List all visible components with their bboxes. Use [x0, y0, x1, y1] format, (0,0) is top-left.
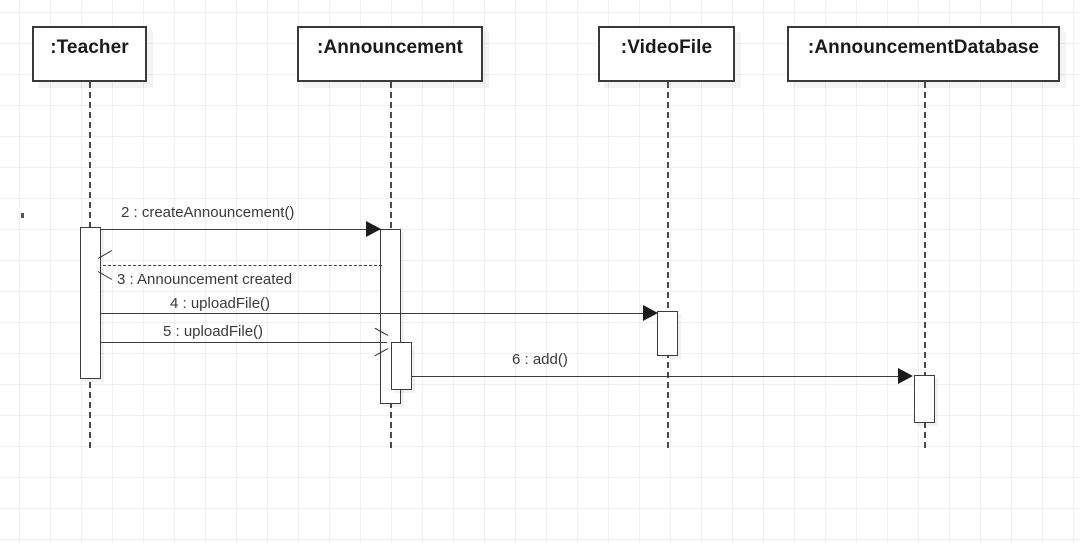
message-label-4: 4 : uploadFile() [170, 295, 271, 312]
message-line-4[interactable] [101, 313, 649, 314]
message-arrowhead-4 [643, 305, 658, 321]
participant-box-videofile[interactable]: :VideoFile [598, 26, 735, 82]
lifeline-database [924, 82, 926, 448]
stray-dot-artifact [21, 213, 24, 218]
participant-label-database: :AnnouncementDatabase [807, 37, 1040, 58]
activation-bar-teacher[interactable] [80, 227, 101, 379]
message-label-6: 6 : add() [512, 351, 568, 368]
participant-box-announcement[interactable]: :Announcement [297, 26, 483, 82]
participant-label-announcement: :Announcement [317, 37, 463, 58]
message-line-2[interactable] [101, 229, 382, 230]
message-arrowhead-3 [99, 257, 114, 273]
activation-bar-database[interactable] [914, 375, 935, 423]
participant-box-teacher[interactable]: :Teacher [32, 26, 147, 82]
message-arrowhead-6 [898, 368, 913, 384]
message-label-3: 3 : Announcement created [117, 271, 293, 288]
lifeline-videofile [667, 82, 669, 448]
message-line-5[interactable] [101, 342, 387, 343]
message-label-2: 2 : createAnnouncement() [121, 204, 295, 221]
activation-bar-videofile[interactable] [657, 311, 678, 356]
participant-box-database[interactable]: :AnnouncementDatabase [787, 26, 1060, 82]
participant-label-videofile: :VideoFile [620, 37, 713, 58]
message-line-3[interactable] [103, 265, 382, 266]
participant-label-teacher: :Teacher [50, 37, 129, 58]
message-arrowhead-5 [373, 334, 387, 350]
message-line-6[interactable] [412, 376, 902, 377]
message-arrowhead-2 [366, 221, 381, 237]
message-label-5: 5 : uploadFile() [163, 323, 264, 340]
activation-bar-announcement-nested[interactable] [391, 342, 412, 390]
